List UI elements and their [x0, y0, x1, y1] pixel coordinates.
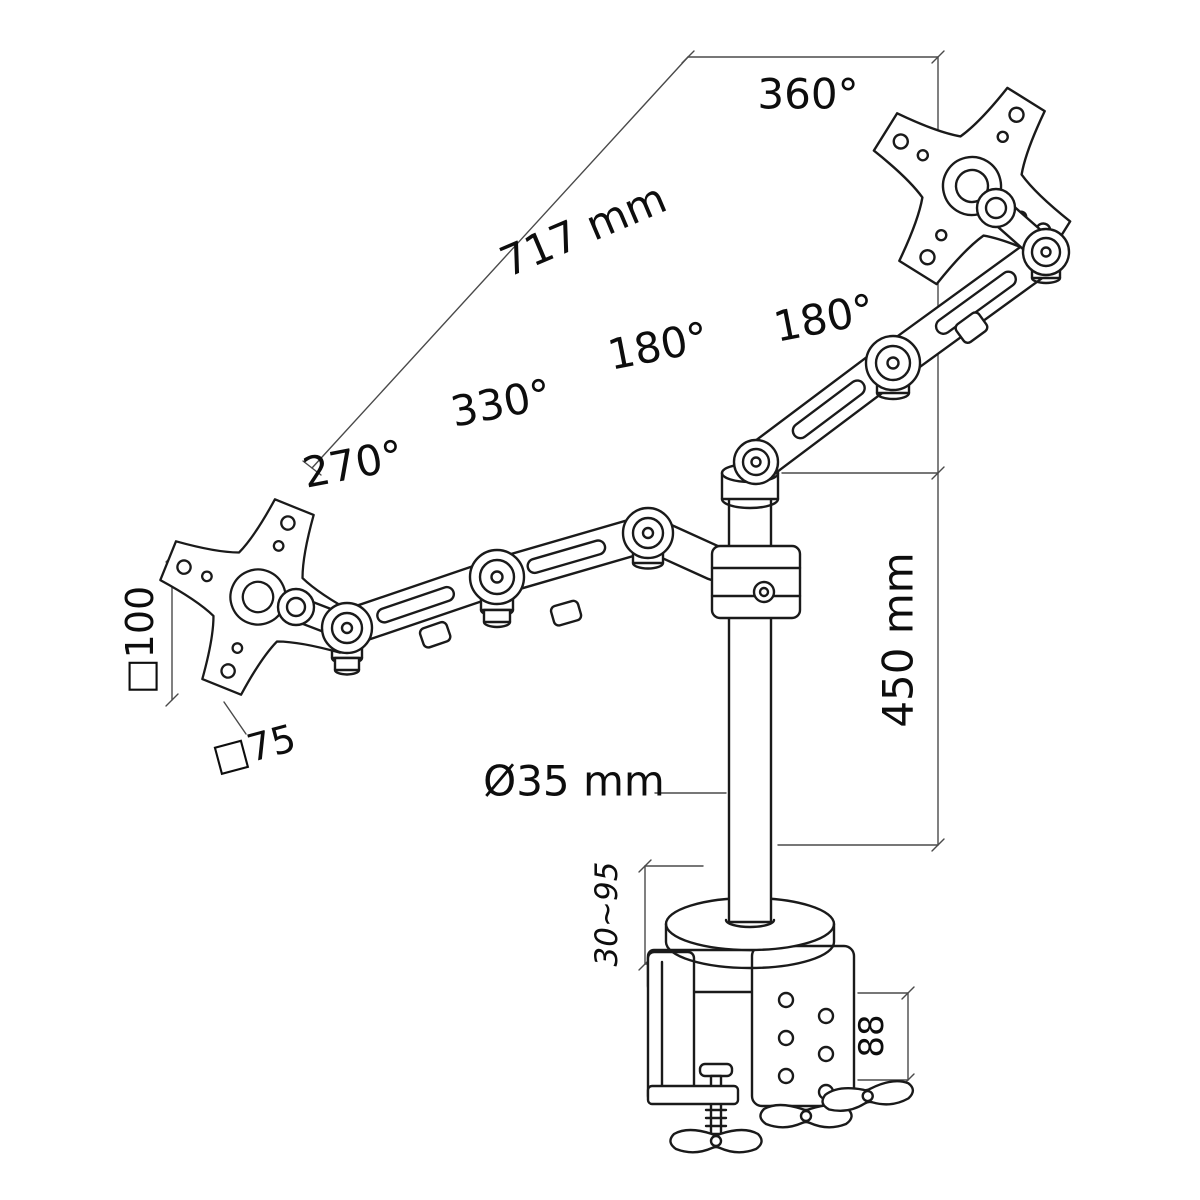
joint-elbow-330	[621, 506, 675, 570]
clamp-screw-assembly	[646, 1062, 915, 1154]
joint-elbow-right	[864, 334, 922, 401]
label-reach-717: 717 mm	[493, 173, 674, 287]
vesa-plate-left	[159, 498, 374, 696]
upper-arm	[732, 236, 1059, 486]
label-rotation-330: 330°	[447, 369, 556, 436]
label-clamp-range: 30~95	[589, 862, 625, 967]
label-rotation-180-right: 180°	[770, 284, 879, 351]
cable-clip	[549, 599, 583, 627]
joint-wrist-top	[1021, 227, 1071, 285]
label-pole-height: 450 mm	[874, 552, 923, 727]
label-vesa-100: □100	[118, 586, 162, 694]
joint-pole-top	[732, 438, 780, 486]
label-rotation-180-center: 180°	[604, 312, 713, 379]
pole-clamp-block	[710, 544, 802, 620]
pole	[710, 462, 802, 929]
clamp-foot	[821, 1079, 915, 1112]
label-vesa-75: □75	[208, 716, 301, 780]
label-pole-diameter: Ø35 mm	[483, 757, 665, 806]
cable-clip	[954, 311, 989, 344]
lower-arm	[330, 506, 734, 676]
joint-middle	[468, 548, 526, 629]
label-clamp-width: 88	[852, 1014, 892, 1057]
label-rotation-360: 360°	[757, 70, 858, 119]
desk-clamp	[646, 896, 856, 1108]
cable-clip	[418, 620, 452, 649]
label-rotation-270: 270°	[299, 430, 408, 497]
vesa-plate-top	[872, 86, 1072, 286]
